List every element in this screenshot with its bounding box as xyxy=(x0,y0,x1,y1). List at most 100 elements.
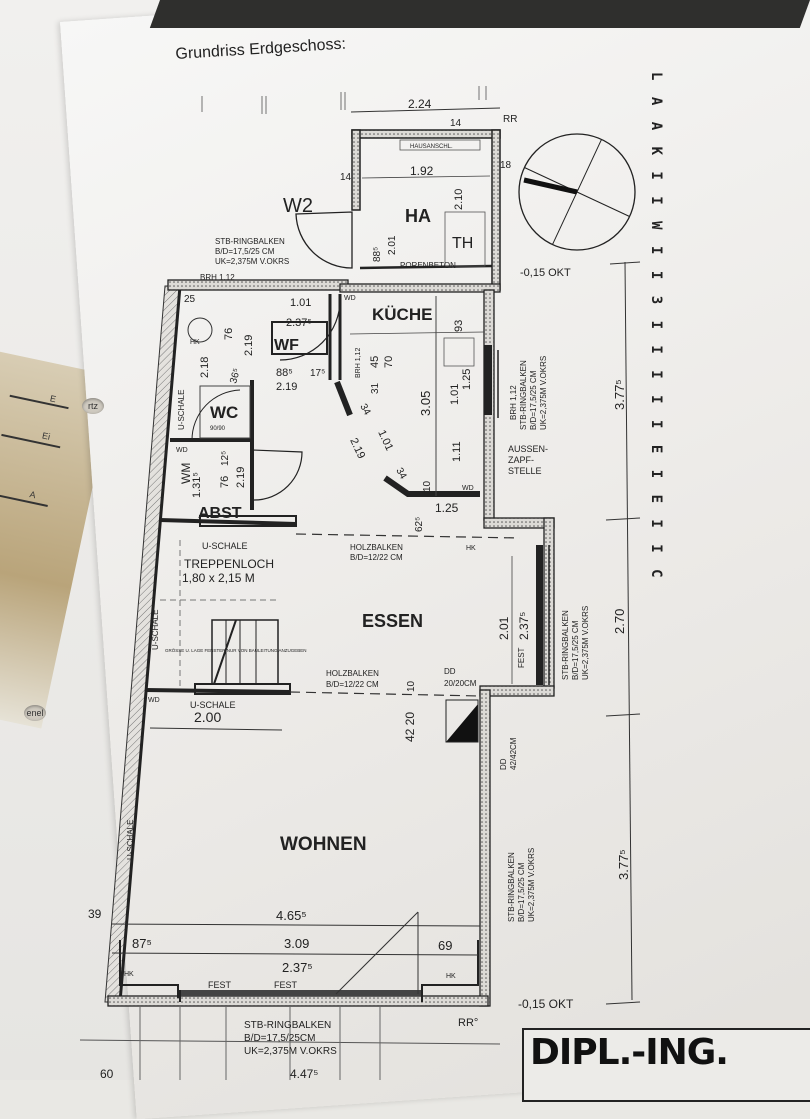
note-ringbalken-wohnen: DD 42/42CM STB-RINGBALKEN B/D=17,5/25 CM… xyxy=(499,737,574,1011)
w2-door-swing xyxy=(295,211,353,269)
dim: 76 xyxy=(223,328,235,340)
label-dd-size: 20/20CM xyxy=(444,679,477,688)
label-fest: FEST xyxy=(208,980,232,990)
dim: 17⁵ xyxy=(310,368,325,379)
holzbalken-line xyxy=(289,691,481,697)
dim: 60 xyxy=(100,1067,114,1080)
note-line: STB-RINGBALKEN xyxy=(215,237,285,246)
dim: 12⁵ xyxy=(220,451,231,466)
label-u-schale: U-SCHALE xyxy=(202,541,248,551)
note-line: BRH 1,12 xyxy=(509,385,518,420)
essen-area: HOLZBALKEN B/D=12/22 CM ESSEN HOLZBALKEN… xyxy=(326,543,531,743)
dim: 1.01 xyxy=(375,428,395,452)
label-hk: HK xyxy=(446,973,456,980)
treppenloch-size: 1,80 x 2,15 M xyxy=(182,571,255,585)
dim: 2.37⁵ xyxy=(282,960,313,975)
label-aussenzapfstelle: STELLE xyxy=(508,466,542,476)
dim: 4.65⁵ xyxy=(276,908,307,923)
dim: 3.77⁵ xyxy=(612,379,627,410)
dim-ha-door: 2.01 xyxy=(387,235,398,255)
note-line: STB-RINGBALKEN xyxy=(507,852,516,922)
note-line: B/D=17,5/25 CM xyxy=(529,370,538,430)
dim: 42 20 xyxy=(403,712,417,742)
note-ringbalken-top: STB-RINGBALKEN B/D=17,5/25 CM UK=2,375M … xyxy=(200,237,289,282)
note-line: UK=2,375M V.OKRS xyxy=(244,1046,337,1057)
floor-plan: 2.24 RR HAUSANSCHL. 1.92 14 14 18 HA 2.1… xyxy=(79,86,641,1080)
note-brh: BRH 1,12 xyxy=(200,273,235,282)
dim: 2.19 xyxy=(347,436,367,460)
dim: 3.09 xyxy=(284,936,309,951)
bottom-strip: STB-RINGBALKEN B/D=17,5/25CM UK=2,375M V… xyxy=(79,1006,501,1080)
dim-wall-14b: 14 xyxy=(450,118,462,129)
dim: 1.11 xyxy=(451,441,463,462)
room-wf: WF xyxy=(274,337,299,354)
note-line: B/D=17,5/25 CM xyxy=(517,862,526,922)
dim-ha-height: 2.10 xyxy=(453,189,465,210)
dim: 4.47⁵ xyxy=(290,1067,318,1080)
note-line: STB-RINGBALKEN xyxy=(561,610,570,680)
dim: 93 xyxy=(453,320,465,332)
label-hk: HK xyxy=(190,339,200,346)
wc-size: 90/90 xyxy=(210,426,226,432)
room-abst: ABST xyxy=(198,505,242,522)
dim: 2.19 xyxy=(243,335,255,356)
label-wd: WD xyxy=(462,485,474,492)
dim: 88⁵ xyxy=(276,367,293,379)
dim: 69 xyxy=(438,938,452,953)
dim: 87⁵ xyxy=(132,936,152,951)
label-dd: DD xyxy=(444,667,456,676)
building-walls xyxy=(104,279,555,1007)
label-hausanschluss: HAUSANSCHL. xyxy=(410,144,453,150)
label-okt: -0,15 OKT xyxy=(520,267,571,279)
wohnen-area: U-SCHALE WOHNEN 39 4.65⁵ 87⁵ 3.09 69 2.3… xyxy=(88,820,481,995)
note-line: UK=2,375M V.OKRS xyxy=(581,606,590,680)
dim: 2.19 xyxy=(235,467,247,488)
stair-note: GRÖSSE U. LAGE FENSTER NUR VON BAULEITUN… xyxy=(165,647,307,653)
label-u-schale: U-SCHALE xyxy=(151,610,160,650)
label-dd: DD xyxy=(499,758,508,770)
label-holzbalken: HOLZBALKEN xyxy=(326,669,379,678)
dim: 76 xyxy=(219,476,231,488)
right-dimension-chain: 3.77⁵ 2.70 3.77⁵ xyxy=(605,261,641,1005)
punch-hole: enel xyxy=(24,705,46,721)
dim: 10 xyxy=(422,480,433,492)
note-line: B/D=17,5/25 CM xyxy=(215,247,275,256)
dim-ha-door-w: 88⁵ xyxy=(372,247,383,262)
room-essen: ESSEN xyxy=(362,611,423,631)
label-fest: FEST xyxy=(517,647,526,668)
note-line: STB-RINGBALKEN xyxy=(244,1020,331,1031)
label-wd: WD xyxy=(176,447,188,454)
north-arrow-icon xyxy=(518,133,636,251)
punch-hole: rtz xyxy=(82,398,104,414)
bathroom-area: 25 76 2.19 2.18 36⁵ 1.01 2.37⁵ WF 88⁵ 2.… xyxy=(177,294,341,441)
dim: 36⁵ xyxy=(228,367,243,385)
staircase: U-SCHALE TREPPENLOCH 1,80 x 2,15 M GRÖSS… xyxy=(148,540,307,731)
label-holzbalken: B/D=12/22 CM xyxy=(350,553,403,562)
title-block-text: DIPL.-ING. xyxy=(530,1032,729,1073)
note-ringbalken-right: BRH 1,12 STB-RINGBALKEN B/D=17,5/25 CM U… xyxy=(508,267,571,476)
punch-hole-text: enel xyxy=(26,708,44,718)
label-u-schale: U-SCHALE xyxy=(126,820,135,860)
label-rr-bottom: RR° xyxy=(458,1017,478,1029)
note-line: B/D=17,5/25CM xyxy=(244,1033,315,1044)
dim: 2.37⁵ xyxy=(517,612,531,640)
room-wm: WM xyxy=(179,463,193,484)
dim-top-width: 2.24 xyxy=(408,97,432,111)
dim: 31 xyxy=(370,382,381,394)
dim: 70 xyxy=(383,356,395,368)
dim: 45 xyxy=(369,356,381,368)
dim: 39 xyxy=(88,907,102,921)
label-wd: WD xyxy=(148,697,160,704)
dim: 1.25 xyxy=(461,369,473,390)
label-rr-top: RR xyxy=(503,114,517,125)
label-aussenzapfstelle: AUSSEN- xyxy=(508,444,548,454)
label-w2: W2 xyxy=(283,195,313,217)
label-hk: HK xyxy=(466,545,476,552)
dim-stair: 2.00 xyxy=(194,709,221,725)
label-brh: BRH 1,12 xyxy=(355,348,362,378)
dim-wall-14: 14 xyxy=(340,172,352,183)
note-line: STB-RINGBALKEN xyxy=(519,360,528,430)
dim: 2.19 xyxy=(276,381,297,393)
label-hk: HK xyxy=(124,971,134,978)
dim: 25 xyxy=(184,294,196,305)
